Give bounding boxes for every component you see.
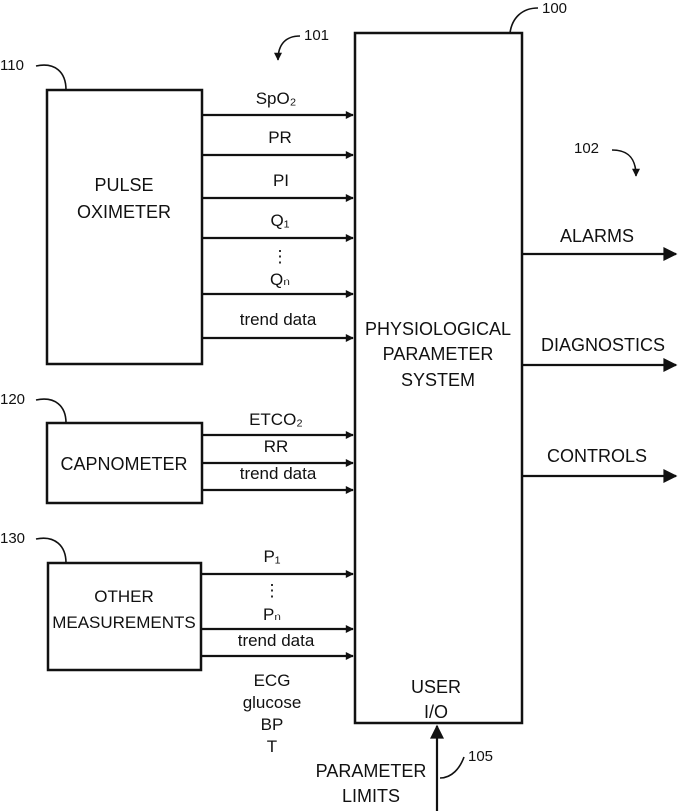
etco2-label: ETCO₂ — [249, 410, 303, 429]
diagnostics-label: DIAGNOSTICS — [541, 335, 665, 355]
ref-120: 120 — [0, 391, 25, 408]
p1-label: P₁ — [263, 547, 280, 566]
pr-label: PR — [268, 128, 292, 147]
ref-100-leader — [510, 8, 538, 33]
pn-label: Pₙ — [263, 605, 281, 624]
system-label-line-2: PARAMETER — [383, 344, 494, 364]
other-measurements-label-line-2: MEASUREMENTS — [52, 613, 196, 632]
ref-130-leader — [36, 538, 66, 563]
ref-120-leader — [36, 399, 66, 423]
rr-label: RR — [264, 437, 289, 456]
ref-101: 101 — [304, 27, 329, 44]
capnometer-trend-label: trend data — [240, 464, 317, 483]
ref-130: 130 — [0, 530, 25, 547]
ref-110: 110 — [0, 57, 24, 74]
other-list-ecg: ECG — [254, 671, 291, 690]
other-list-t: T — [267, 737, 277, 756]
q1-label: Q₁ — [271, 211, 290, 230]
spo2-label: SpO₂ — [256, 89, 297, 108]
qn-label: Qₙ — [270, 270, 290, 289]
pi-label: PI — [273, 171, 289, 190]
q-ellipsis: ⋮ — [272, 247, 289, 266]
user-io-label-line-2: I/O — [424, 702, 448, 722]
alarms-label: ALARMS — [560, 226, 634, 246]
ref-102-leader — [612, 150, 636, 176]
parameter-limits-label-line-2: LIMITS — [342, 786, 400, 806]
ref-105-leader — [440, 757, 464, 778]
pulse-oximeter-label-line-2: OXIMETER — [77, 202, 171, 222]
ref-110-leader — [36, 65, 66, 90]
parameter-limits-label-line-1: PARAMETER — [316, 761, 427, 781]
pulse-oximeter-box — [47, 90, 202, 364]
other-list-bp: BP — [261, 715, 284, 734]
ref-105: 105 — [468, 748, 493, 765]
other-list-glucose: glucose — [243, 693, 302, 712]
system-label-line-1: PHYSIOLOGICAL — [365, 319, 511, 339]
other-measurements-label-line-1: OTHER — [94, 587, 154, 606]
p-ellipsis: ⋮ — [264, 581, 281, 600]
controls-label: CONTROLS — [547, 446, 647, 466]
pulse-oximeter-label-line-1: PULSE — [94, 175, 153, 195]
system-label-line-3: SYSTEM — [401, 370, 475, 390]
ref-102: 102 — [574, 140, 599, 157]
ref-100: 100 — [542, 0, 567, 17]
ref-101-leader — [278, 36, 300, 60]
user-io-label-line-1: USER — [411, 677, 461, 697]
other-trend-label: trend data — [238, 631, 315, 650]
capnometer-label: CAPNOMETER — [60, 454, 187, 474]
oximeter-trend-label: trend data — [240, 310, 317, 329]
